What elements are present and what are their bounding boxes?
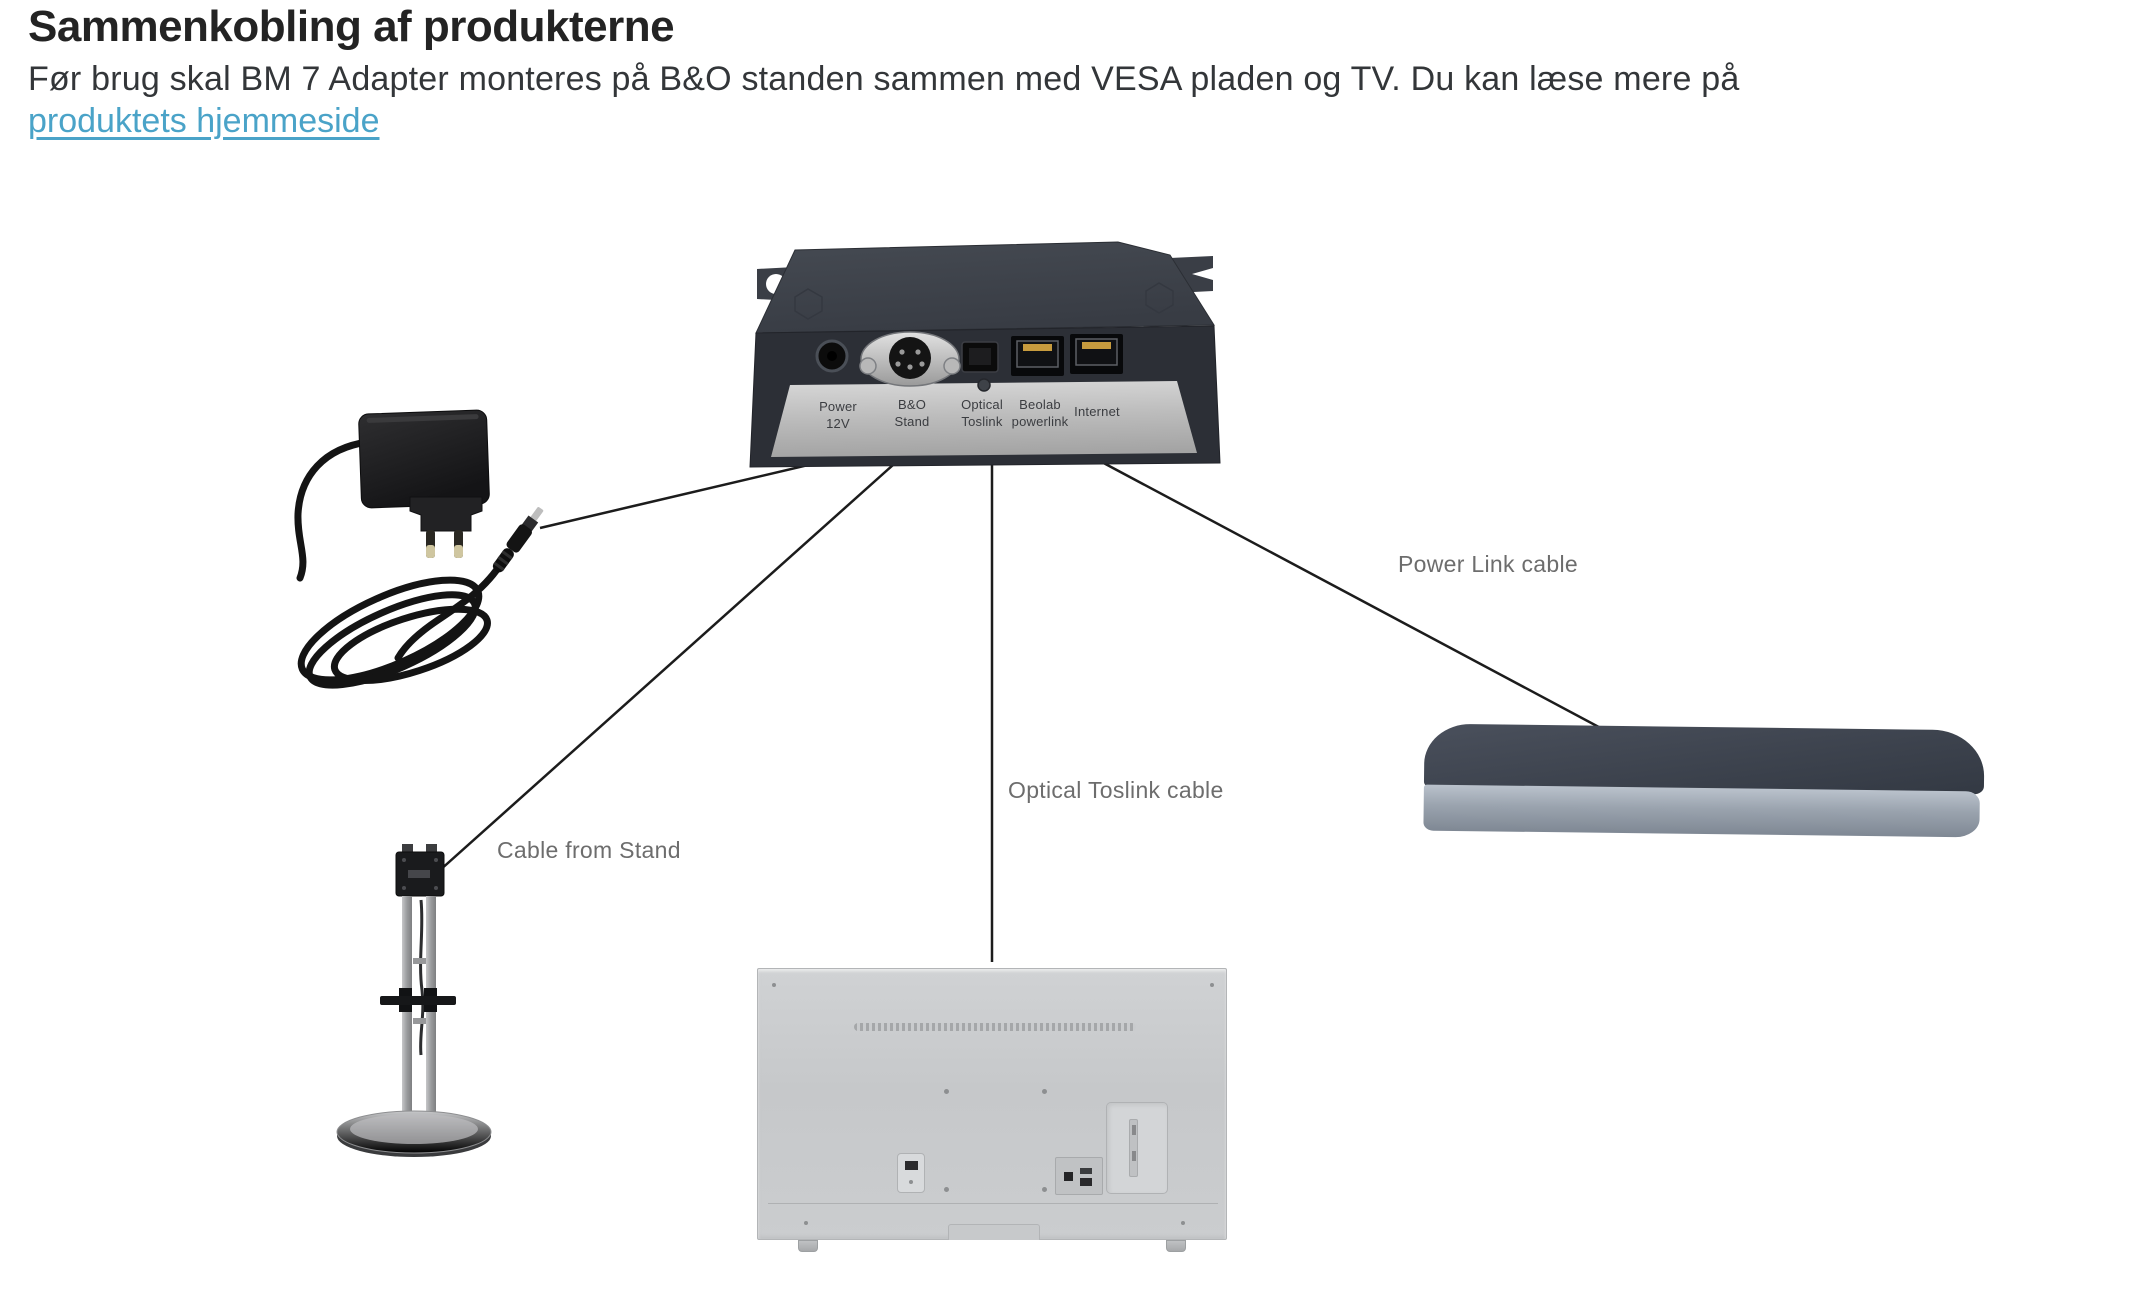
line-powerlink-cable (1052, 434, 1626, 743)
psu-plug-block (409, 496, 483, 532)
stand-internal-cable (419, 899, 425, 1056)
stand-rung (413, 1018, 426, 1024)
tv-side-recess (1106, 1102, 1168, 1194)
product-homepage-link[interactable]: produktets hjemmeside (28, 102, 380, 140)
tv-foot-right (1166, 1240, 1186, 1252)
bm7-adapter-image (749, 241, 1221, 468)
stand-pole-right (426, 896, 436, 1148)
tv-back-image (757, 968, 1227, 1240)
power-adapter-image (294, 409, 544, 689)
toslink-port (961, 341, 999, 392)
tv-foot-left (798, 1240, 818, 1252)
tv-port (1064, 1172, 1073, 1181)
internet-rj45-port (1070, 334, 1123, 374)
tv-vesa-hole (1042, 1089, 1047, 1094)
powerlink-rj45-port (1011, 336, 1064, 376)
stand-rung (413, 958, 426, 964)
tv-slot-mark (1132, 1151, 1136, 1161)
page-title: Sammenkobling af produkterne (28, 2, 675, 51)
cable-from-stand-label: Cable from Stand (497, 837, 681, 863)
floor-stand-image (336, 844, 492, 1157)
tv-port (1080, 1178, 1092, 1186)
stand-pole-left (402, 896, 412, 1148)
port-label-stand: B&O Stand (894, 397, 930, 429)
optical-toslink-cable-label: Optical Toslink cable (1008, 777, 1224, 803)
tv-vesa-hole (944, 1089, 949, 1094)
tv-vesa-hole (1042, 1187, 1047, 1192)
tv-bottom-recess (948, 1224, 1040, 1240)
stand-din-port (859, 331, 961, 387)
tv-recess-slot (1129, 1119, 1138, 1177)
power-jack-pin (827, 351, 837, 361)
stand-base (336, 1110, 492, 1157)
tv-slot-mark (1132, 1125, 1136, 1135)
soundbar-image (1423, 723, 1985, 839)
port-label-optical: Optical Toslink (961, 397, 1003, 429)
soundbar-front-grille (1423, 784, 1980, 838)
tv-screw (1210, 983, 1214, 987)
soundbar-top-surface (1423, 723, 1985, 795)
tv-screw (804, 1221, 808, 1225)
stand-crossbar (380, 988, 456, 1012)
adapter-hex-mark-left (794, 288, 823, 320)
tv-small-port (905, 1161, 918, 1170)
psu-cable-coil (294, 438, 506, 689)
tv-screw (1181, 1221, 1185, 1225)
adapter-top-surface (755, 241, 1215, 334)
adapter-label-plate (771, 381, 1197, 457)
psu-barrel-connector (492, 507, 544, 573)
port-label-powerlink: Beolab powerlink (1011, 397, 1069, 429)
stand-pole-tip (426, 844, 437, 856)
power-link-cable-label: Power Link cable (1398, 551, 1578, 577)
tv-crease-line (768, 1203, 1218, 1204)
port-label-internet: Internet (1074, 404, 1120, 419)
psu-body (358, 409, 490, 509)
tv-connector-panel (1055, 1157, 1103, 1195)
tv-port (1080, 1168, 1092, 1174)
intro-text: Før brug skal BM 7 Adapter monteres på B… (28, 60, 1740, 98)
psu-plug-pins (426, 530, 463, 558)
stand-pole-tip (402, 844, 413, 856)
tv-vent-strip (854, 1023, 1136, 1031)
stand-mount-plate (395, 851, 445, 897)
port-label-power: Power 12V (819, 399, 857, 431)
tv-screw (909, 1180, 913, 1184)
tv-screw (772, 983, 776, 987)
tv-vesa-hole (944, 1187, 949, 1192)
adapter-hex-mark-right (1145, 282, 1174, 314)
tv-small-recess (897, 1153, 925, 1193)
